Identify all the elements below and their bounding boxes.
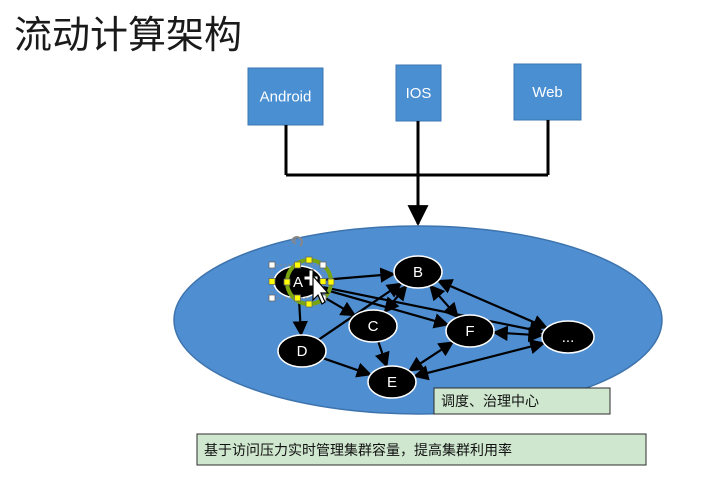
resize-handle[interactable] <box>268 294 276 302</box>
node-shape-c <box>348 309 398 343</box>
node-more: ... <box>541 320 595 354</box>
move-cursor-icon <box>303 269 330 305</box>
edge-f-more <box>492 325 544 343</box>
node-shape-b <box>393 255 443 289</box>
edge-d-e <box>322 357 373 378</box>
client-web: Web <box>513 63 582 121</box>
selection-overlay <box>268 236 335 308</box>
node-e: E <box>367 365 417 399</box>
slide-title: 流动计算架构 <box>14 13 242 57</box>
node-label-e: E <box>387 374 397 391</box>
node-label-d: D <box>297 343 308 360</box>
resize-handle[interactable] <box>319 261 327 269</box>
summary-note-label: 基于访问压力实时管理集群容量，提高集群利用率 <box>204 442 512 459</box>
node-f: F <box>445 314 495 348</box>
node-label-more: ... <box>562 329 575 346</box>
center-note: 调度、治理中心 <box>433 387 611 415</box>
node-shape-e <box>367 365 417 399</box>
rotate-handle-arrow <box>291 238 297 245</box>
center-note-label: 调度、治理中心 <box>441 394 539 410</box>
node-c: C <box>348 309 398 343</box>
node-shape-d <box>277 334 327 368</box>
node-layer: A B C D E F... <box>273 255 595 399</box>
summary-note: 基于访问压力实时管理集群容量，提高集群利用率 <box>196 433 647 466</box>
node-shape-more <box>541 320 595 354</box>
node-d: D <box>277 334 327 368</box>
client-label-ios: IOS <box>406 85 432 102</box>
edge-c-b <box>383 284 408 314</box>
edge-a-d <box>292 297 308 337</box>
client-box-web <box>513 63 582 121</box>
resize-handle[interactable] <box>294 261 301 269</box>
client-layer: Android IOS Web <box>247 63 582 126</box>
ring-handle[interactable] <box>283 278 291 286</box>
edge-c-e <box>374 341 390 368</box>
resize-handle[interactable] <box>319 278 327 285</box>
rotate-handle-icon[interactable] <box>291 236 303 247</box>
ring-handle[interactable] <box>305 256 313 264</box>
node-label-f: F <box>465 323 474 340</box>
node-label-a: A <box>293 274 303 291</box>
client-box-android <box>247 67 324 126</box>
node-shape-f <box>445 314 495 348</box>
edge-e-more <box>412 339 546 381</box>
client-connector <box>284 120 550 227</box>
edge-d-b <box>318 282 403 341</box>
node-label-b: B <box>413 264 423 281</box>
ring-handle[interactable] <box>305 300 313 308</box>
edge-b-more <box>436 279 549 330</box>
cluster-ellipse <box>173 225 663 415</box>
node-b: B <box>393 255 443 289</box>
resize-handle[interactable] <box>268 261 276 269</box>
client-box-ios <box>395 64 442 122</box>
resize-handle[interactable] <box>294 294 301 302</box>
client-label-android: Android <box>260 89 312 106</box>
ring-handle[interactable] <box>327 278 335 286</box>
node-label-c: C <box>368 318 379 335</box>
client-ios: IOS <box>395 64 442 122</box>
resize-handle[interactable] <box>268 278 276 285</box>
client-label-web: Web <box>532 84 563 101</box>
client-android: Android <box>247 67 324 126</box>
